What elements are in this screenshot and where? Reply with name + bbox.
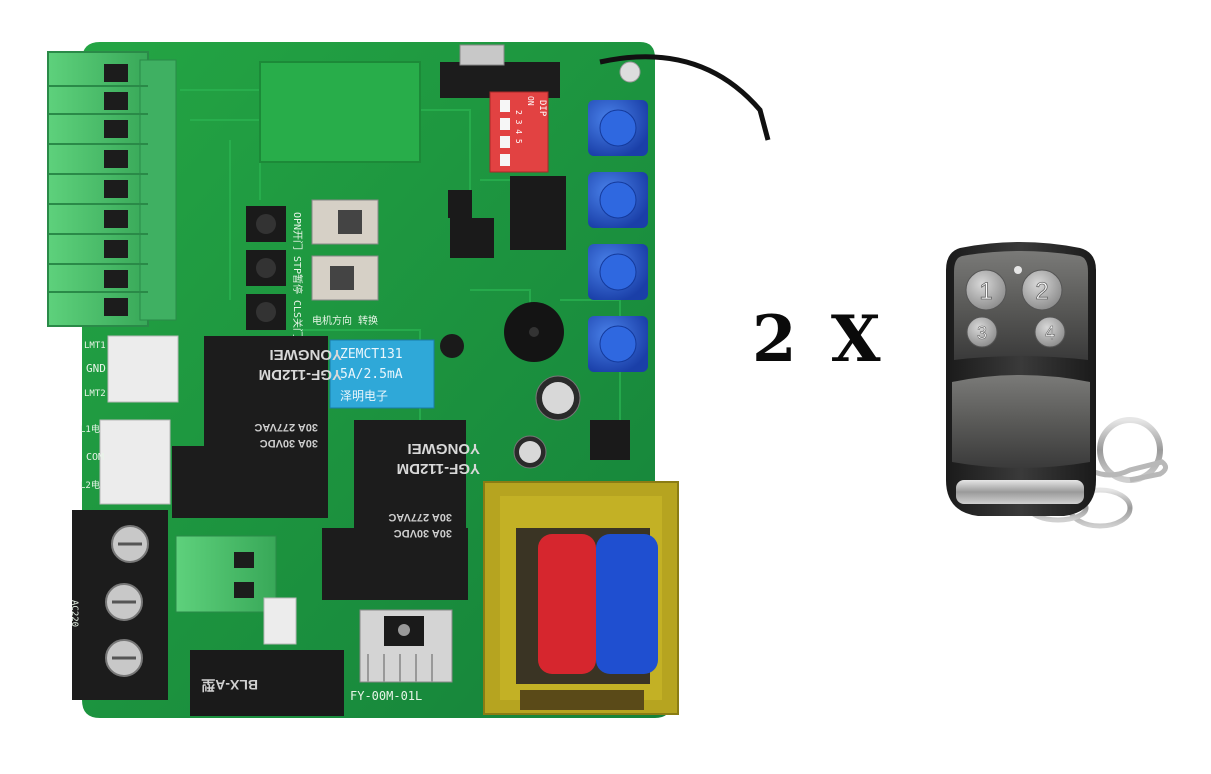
sensor-line1: ZEMCT131 xyxy=(340,347,403,362)
fuse-holder xyxy=(190,650,344,716)
relay-right-rating1: 30A 277VAC xyxy=(388,511,452,523)
label-com: COM xyxy=(86,452,104,463)
remote-control: 1 2 3 4 xyxy=(946,242,1168,529)
coil-blue xyxy=(596,534,658,674)
label-l2: L2电 xyxy=(80,479,100,491)
dip-on-label: ON xyxy=(526,96,535,106)
label-open: OPN开门 xyxy=(291,212,304,250)
mount-hole xyxy=(619,61,641,83)
relay-right-brand: YONGWEI xyxy=(407,440,480,457)
potentiometers xyxy=(588,100,648,372)
label-gnd: GND xyxy=(86,362,106,375)
label-l1: L1电 xyxy=(80,423,100,435)
connector-small xyxy=(263,597,297,645)
label-ac: AC220 xyxy=(69,600,79,627)
dip-switch: DIP ON 2 3 4 5 xyxy=(489,91,549,173)
remote-button-4[interactable]: 4 xyxy=(1034,316,1066,348)
relay-left-rating1: 30A 277VAC xyxy=(254,421,318,433)
remote-button-3[interactable]: 3 xyxy=(966,316,998,348)
remote-button-3-label: 3 xyxy=(977,323,987,343)
connector-motor xyxy=(99,419,171,505)
regulator xyxy=(590,420,630,460)
heatsink xyxy=(359,609,453,683)
ic-small xyxy=(448,190,472,218)
label-stop: STP暂停 xyxy=(291,256,304,294)
relay-left-model: YGF-112DM xyxy=(259,366,342,383)
remote-button-1-label: 1 xyxy=(979,278,992,305)
terminal-block-left xyxy=(47,51,177,327)
remote-button-1[interactable]: 1 xyxy=(965,269,1007,311)
transformer xyxy=(483,481,679,715)
connector-lmt xyxy=(107,335,179,403)
ic-chip xyxy=(450,218,494,258)
label-close: CLS关门 xyxy=(291,300,304,338)
control-board: GND LMT1 LMT2 L1电 COM L2电 OPN开门 STP暂停 CL… xyxy=(47,42,771,718)
dip-numbers: 2 3 4 5 xyxy=(514,110,523,144)
pcb-silk-area xyxy=(259,61,421,163)
microcontroller-chip xyxy=(510,176,566,250)
relay-right: 30A 30VDC 30A 277VAC YGF-112DM YONGWEI xyxy=(322,420,480,600)
relay-right-rating2: 30A 30VDC xyxy=(394,527,452,539)
remote-button-2[interactable]: 2 xyxy=(1021,269,1063,311)
relay-left: 30A 30VDC 30A 277VAC YGF-112DM YONGWEI xyxy=(172,336,342,518)
pcb-code: FY-00M-01L xyxy=(350,689,422,703)
antenna-wire xyxy=(599,54,771,141)
remote-bottom-panel xyxy=(952,375,1090,468)
capacitor-tiny xyxy=(440,334,464,358)
current-sensor: ZEMCT131 5A/2.5mA 泽明电子 xyxy=(329,339,435,409)
label-lmt2: LMT2 xyxy=(84,389,106,399)
crystal xyxy=(459,44,505,66)
power-terminal xyxy=(72,510,168,700)
relay-left-rating2: 30A 30VDC xyxy=(260,437,318,449)
fuse-holder-text: BLX-A型 xyxy=(201,677,258,693)
dip-label: DIP xyxy=(537,100,547,117)
relay-right-model: YGF-112DM xyxy=(397,460,480,477)
label-lmt1: LMT1 xyxy=(84,341,106,351)
terminal-block-small xyxy=(175,535,277,613)
remote-button-2-label: 2 xyxy=(1035,278,1048,305)
coil-red xyxy=(538,534,596,674)
label-direction: 电机方向 转换 xyxy=(312,314,378,327)
remote-chrome-trim xyxy=(956,480,1084,504)
remote-button-4-label: 4 xyxy=(1045,323,1055,343)
sensor-line2: 5A/2.5mA xyxy=(340,367,403,382)
sensor-line3: 泽明电子 xyxy=(340,389,388,403)
tactile-buttons xyxy=(246,206,286,330)
quantity-label: 2 X xyxy=(752,302,887,377)
relay-left-brand: YONGWEI xyxy=(269,346,342,363)
